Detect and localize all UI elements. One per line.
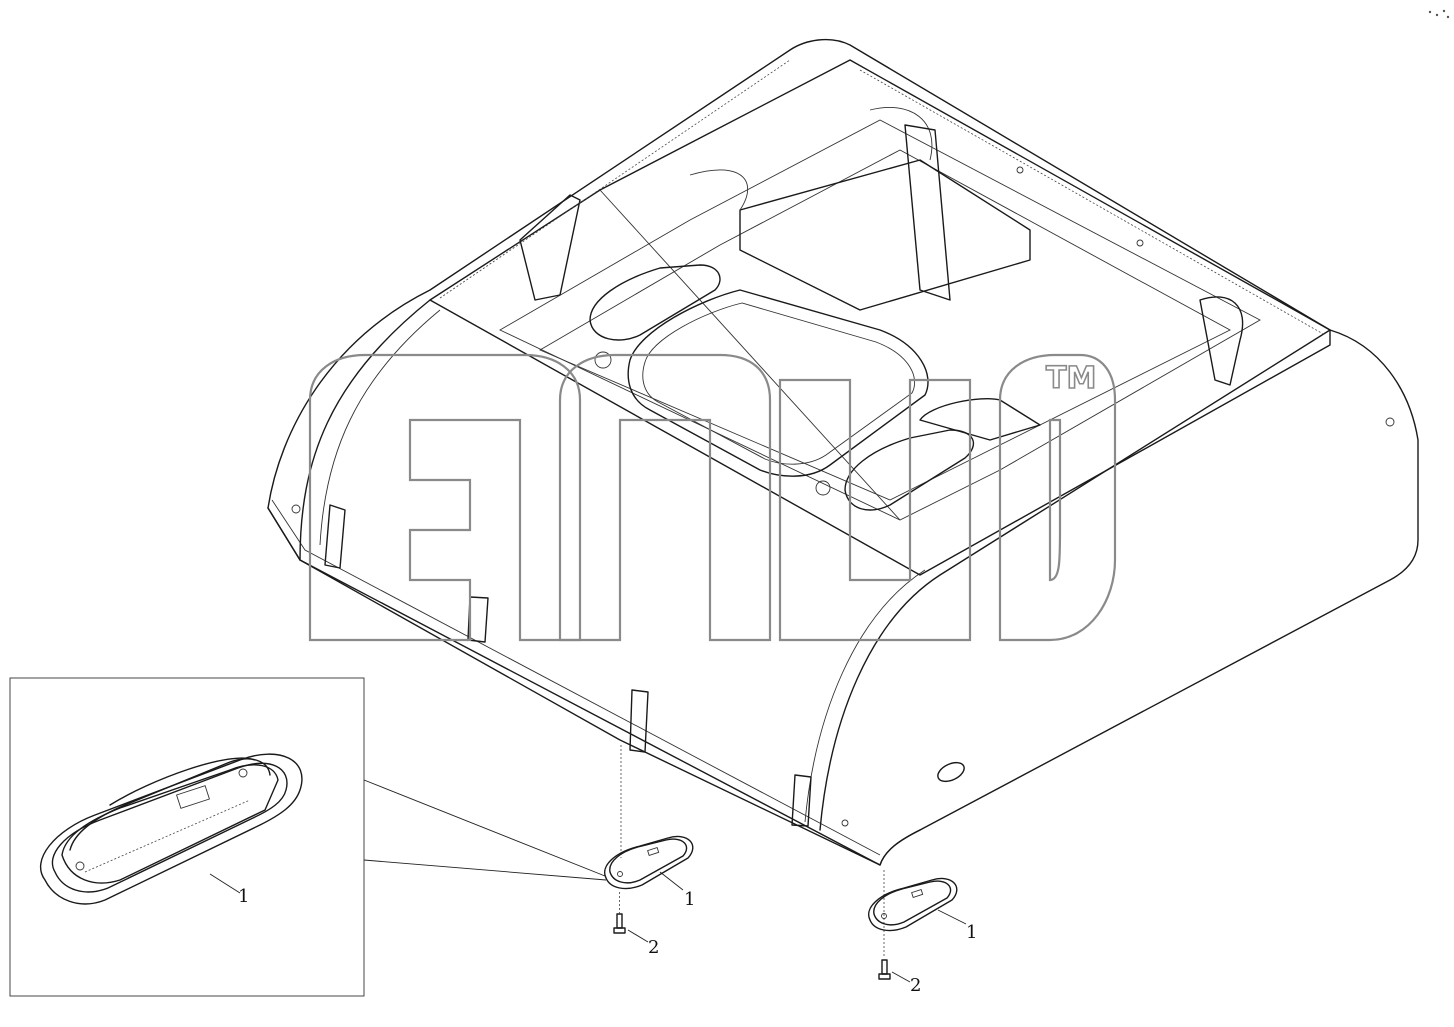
leader-screw-left — [627, 929, 649, 943]
callout-detail-cover: 1 — [238, 886, 249, 907]
detail-inset: 1 — [9, 677, 607, 997]
lamp-cover-left — [604, 745, 694, 890]
callout-screw-right: 2 — [910, 975, 921, 996]
screw-left — [613, 892, 626, 934]
callout-cover-right: 1 — [966, 922, 977, 943]
callout-cover-left: 1 — [684, 889, 695, 910]
lamp-cover-right — [868, 870, 958, 958]
callout-screw-left: 2 — [648, 937, 659, 958]
detail-lamp-cover — [39, 753, 303, 905]
cab-roof-assembly — [267, 38, 1419, 866]
watermark-logo: TM — [308, 353, 1117, 642]
leader-cover-right — [937, 909, 967, 925]
trademark-mark: TM — [1046, 361, 1096, 396]
screw-right — [878, 959, 891, 980]
detail-frame — [9, 677, 365, 997]
leader-screw-right — [891, 971, 911, 983]
projection-line-top — [363, 779, 606, 877]
leader-detail-cover — [209, 873, 241, 894]
corner-dots — [1428, 9, 1450, 19]
projection-line-bottom — [363, 859, 607, 881]
leader-cover-left — [659, 871, 684, 891]
